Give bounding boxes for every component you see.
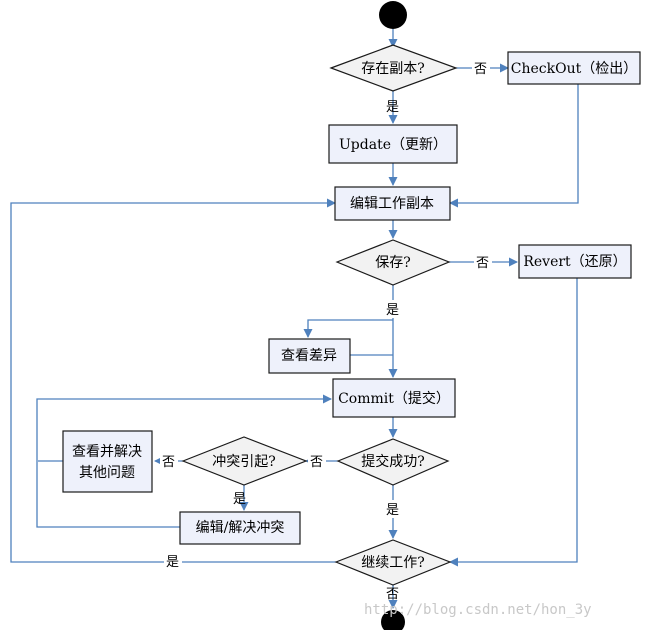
process-investigate-label-2: 其他问题 <box>79 465 135 481</box>
decision-commit-ok: 提交成功? <box>336 438 450 486</box>
process-resolve-label: 编辑/解决冲突 <box>196 520 285 536</box>
edge-label-conflict-no: 否 <box>162 455 175 470</box>
process-commit: Commit（提交） <box>332 378 456 418</box>
decision-continue: 继续工作? <box>334 539 452 586</box>
edge-label-commit-ok-no: 否 <box>310 455 323 470</box>
decision-save-label: 保存? <box>375 255 411 271</box>
edge-label-continue-no: 否 <box>386 587 399 602</box>
end-node <box>381 610 405 630</box>
process-resolve: 编辑/解决冲突 <box>179 511 301 545</box>
process-update: Update（更新） <box>328 124 458 164</box>
edge-resolve-to-commit <box>36 394 332 528</box>
process-checkout: CheckOut（检出） <box>507 51 641 85</box>
process-diff: 查看差异 <box>268 338 351 374</box>
decision-continue-label: 继续工作? <box>361 554 425 571</box>
decision-save: 保存? <box>335 239 451 286</box>
edge-labels: 否 是 否 是 否 否 是 是 是 否 <box>160 59 492 602</box>
decision-commit-ok-label: 提交成功? <box>361 453 425 470</box>
process-edit: 编辑工作副本 <box>334 186 451 221</box>
edge-revert-to-continue <box>449 278 578 567</box>
edge-continue-to-edit <box>10 198 336 563</box>
edge-checkout-to-edit <box>449 84 579 208</box>
process-edit-label: 编辑工作副本 <box>350 196 434 212</box>
start-node <box>379 1 407 29</box>
edge-label-continue-yes: 是 <box>166 555 179 570</box>
decision-has-copy-label: 存在副本? <box>361 61 425 77</box>
process-revert-label: Revert（还原） <box>523 254 626 270</box>
process-update-label: Update（更新） <box>339 137 447 153</box>
process-commit-label: Commit（提交） <box>338 390 450 407</box>
process-investigate: 查看并解决 其他问题 <box>62 430 153 493</box>
process-diff-label: 查看差异 <box>281 348 337 364</box>
decision-conflict: 冲突引起? <box>181 436 308 486</box>
edge-label-save-no: 否 <box>476 256 489 271</box>
edge-label-has-copy-yes: 是 <box>386 100 399 115</box>
watermark: http://blog.csdn.net/hon_3y <box>364 602 592 618</box>
edge-label-conflict-yes: 是 <box>233 492 246 507</box>
process-checkout-label: CheckOut（检出） <box>511 61 637 77</box>
process-investigate-label-1: 查看并解决 <box>72 444 142 460</box>
decision-has-copy: 存在副本? <box>329 44 458 92</box>
decision-conflict-label: 冲突引起? <box>212 454 276 470</box>
edge-label-commit-ok-yes: 是 <box>386 503 399 518</box>
edge-label-has-copy-no: 否 <box>474 62 487 77</box>
process-revert: Revert（还原） <box>518 244 632 279</box>
edge-save-to-diff <box>303 319 393 338</box>
edge-label-save-yes: 是 <box>386 303 399 318</box>
